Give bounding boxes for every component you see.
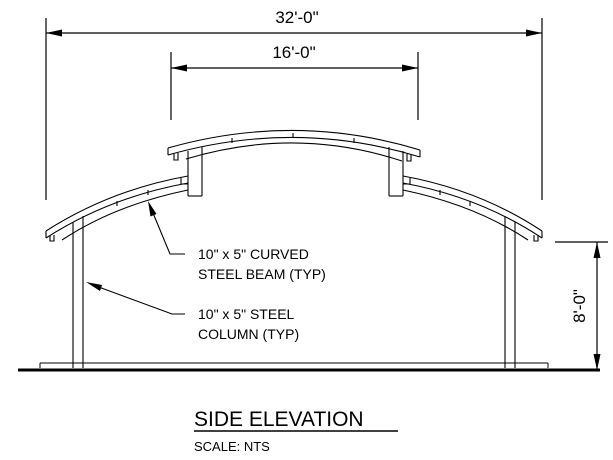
beam-leader [148, 201, 185, 255]
overall-width-label: 32'-0" [275, 8, 318, 27]
center-post-left [180, 147, 203, 197]
overall-width-dimension [45, 18, 543, 200]
lower-curved-roof-left [45, 175, 189, 242]
steel-column-left [72, 216, 84, 368]
lower-curved-roof-right [402, 175, 543, 242]
upper-curved-roof [167, 129, 421, 162]
center-width-dimension [170, 52, 419, 120]
column-height-dimension [555, 241, 608, 370]
center-width-label: 16'-0" [272, 43, 315, 62]
column-height-label: 8'-0" [570, 289, 589, 323]
center-post-right [388, 147, 411, 197]
ground-slab [18, 362, 600, 372]
column-callout-line2: COLUMN (TYP) [198, 326, 299, 342]
beam-callout-line2: STEEL BEAM (TYP) [198, 266, 326, 282]
drawing-scale: SCALE: NTS [194, 439, 270, 454]
column-leader [86, 282, 185, 315]
beam-callout-line1: 10" x 5" CURVED [198, 246, 309, 262]
steel-column-right [504, 216, 516, 368]
column-callout-line1: 10" x 5" STEEL [198, 306, 295, 322]
drawing-title: SIDE ELEVATION [194, 408, 364, 431]
